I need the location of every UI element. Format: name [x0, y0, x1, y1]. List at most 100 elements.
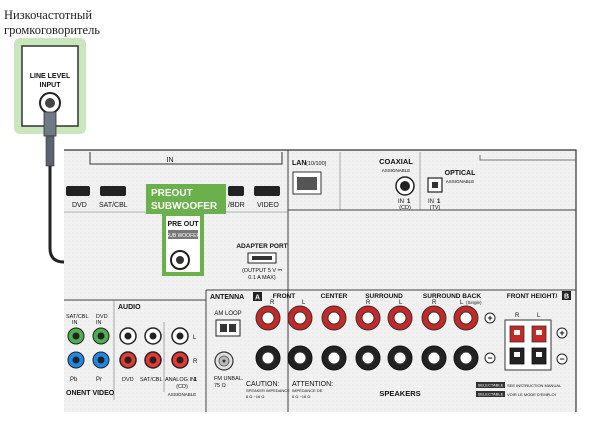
component-pb: Pb: [70, 377, 78, 383]
hdmi-label-sat: SAT/CBL: [99, 202, 128, 209]
hdmi-port-sat[interactable]: [100, 186, 126, 196]
optical-sub: ASSIGNABLE: [446, 179, 475, 184]
subwoofer-rca-jack[interactable]: [39, 92, 61, 114]
component-jack-y-2[interactable]: [92, 327, 110, 345]
speaker-zone-b: B: [564, 294, 569, 301]
preout-sub: SUB WOOFER: [166, 233, 201, 239]
selectable-1: SELECTABLE: [478, 383, 504, 388]
terminal-front-l-minus[interactable]: [287, 345, 313, 371]
optical-block: OPTICAL ASSIGNABLE IN 1 (TV): [427, 155, 576, 211]
audio-jack-dvd-r[interactable]: [119, 351, 137, 369]
sback-r: R: [432, 300, 437, 306]
caution-title: CAUTION:: [246, 381, 280, 388]
antenna-title: ANTENNA: [210, 294, 244, 301]
audio-jack-cd-r[interactable]: [171, 351, 189, 369]
sback-l: L: [460, 300, 464, 306]
surround-r: R: [366, 300, 371, 306]
fm-antenna-jack[interactable]: [214, 351, 234, 371]
component-jack-y-1[interactable]: [67, 327, 85, 345]
height-r-minus-clip[interactable]: [509, 347, 525, 365]
adapter-usb-port[interactable]: [252, 256, 272, 260]
audio-label-dvd: DVD: [122, 377, 134, 383]
coaxial-in: IN: [398, 199, 404, 205]
component-in1b: IN: [72, 320, 78, 326]
audio-jack-sat-l[interactable]: [144, 327, 162, 345]
coaxial-num: 1: [407, 199, 411, 205]
component-in1: SAT/CBL: [66, 314, 89, 320]
terminal-surround-r-plus[interactable]: [355, 305, 381, 331]
height-l-plus-clip[interactable]: [531, 325, 547, 343]
adapter-note-2: 0.1 A MAX): [248, 275, 276, 281]
component-video-label: ONENT VIDEO: [66, 390, 115, 397]
lan-block: LAN (10/100): [292, 152, 341, 210]
terminal-center-minus[interactable]: [321, 345, 347, 371]
selectable-2: SELECTABLE: [478, 392, 504, 397]
height-r-plus-clip[interactable]: [509, 325, 525, 343]
hdmi-port-dvd[interactable]: [66, 186, 90, 196]
hdmi-port-bdr[interactable]: [228, 186, 244, 196]
coaxial-jack[interactable]: [395, 176, 415, 196]
speakers-block: A FRONT CENTER SURROUND SURROUND BACK (S…: [246, 291, 571, 399]
polarity-plus-b: +: [559, 328, 564, 338]
preout-subwoofer-block: PRE OUT SUB WOOFER: [162, 212, 204, 276]
component-in2b: IN: [96, 320, 102, 326]
hdmi-port-video[interactable]: [254, 186, 280, 196]
height-r: R: [515, 313, 520, 319]
audio-assignable: ASSIGNABLE: [168, 392, 197, 397]
terminal-sback-r-minus[interactable]: [421, 345, 447, 371]
terminal-sback-r-plus[interactable]: [421, 305, 447, 331]
attention-sub-1: IMPÉDANCE DE: [292, 388, 323, 393]
surround-l: L: [399, 300, 403, 306]
callout-line-2: SUBWOOFER: [151, 201, 218, 212]
am-loop-terminal[interactable]: [215, 319, 241, 337]
terminal-surround-l-plus[interactable]: [387, 305, 413, 331]
fm-label-2: 75 Ω: [214, 383, 226, 389]
front-l: L: [302, 300, 306, 306]
hdmi-label-bdr: /BDR: [228, 202, 245, 209]
terminal-front-r-minus[interactable]: [255, 345, 281, 371]
label-center: CENTER: [321, 293, 348, 300]
caption: Низкочастотный громкоговоритель: [4, 8, 114, 38]
terminal-center-plus[interactable]: [321, 305, 347, 331]
component-jack-pb-2[interactable]: [92, 351, 110, 369]
component-jack-pb-1[interactable]: [67, 351, 85, 369]
coaxial-sub: ASSIGNABLE: [382, 168, 411, 173]
audio-jack-cd-l[interactable]: [171, 327, 189, 345]
polarity-minus-a: −: [487, 353, 492, 363]
caption-line-1: Низкочастотный: [4, 8, 93, 22]
label-surround: SURROUND: [365, 293, 403, 300]
optical-in: IN: [428, 199, 434, 205]
audio-jack-sat-r[interactable]: [144, 351, 162, 369]
preout-title: PRE OUT: [167, 221, 199, 228]
hdmi-label-video: VIDEO: [257, 202, 279, 209]
antenna-block: ANTENNA AM LOOP FM UNBAL. 75 Ω: [210, 294, 244, 389]
caption-line-2: громкоговоритель: [4, 23, 101, 37]
subwoofer-panel: LINE LEVEL INPUT: [14, 38, 86, 134]
hdmi-in-label: IN: [167, 157, 174, 164]
terminal-sback-l-minus[interactable]: [453, 345, 479, 371]
am-loop-label: AM LOOP: [214, 311, 241, 317]
terminal-sback-l-plus[interactable]: [453, 305, 479, 331]
terminal-surround-r-minus[interactable]: [355, 345, 381, 371]
audio-jack-dvd-l[interactable]: [119, 327, 137, 345]
terminal-front-l-plus[interactable]: [287, 305, 313, 331]
coaxial-title: COAXIAL: [379, 157, 413, 166]
input-label: INPUT: [40, 82, 62, 89]
terminal-front-r-plus[interactable]: [255, 305, 281, 331]
lan-port[interactable]: [297, 177, 317, 190]
adapter-note-1: (OUTPUT 5 V ⎓: [242, 268, 283, 274]
polarity-plus-a: +: [487, 313, 492, 323]
preout-subwoofer-jack[interactable]: [170, 250, 190, 270]
hdmi-ports: DVD SAT/CBL /BDR VIDEO: [66, 186, 280, 209]
audio-analog-num: 1: [194, 377, 197, 383]
audio-label-sat: SAT/CBL: [140, 377, 163, 383]
speakers-label: SPEAKERS: [379, 389, 420, 398]
lan-sub: (10/100): [306, 161, 327, 167]
coaxial-block: COAXIAL ASSIGNABLE IN 1 (CD): [379, 152, 421, 211]
optical-title: OPTICAL: [445, 170, 476, 177]
attention-sub-2: 6 Ω ~16 Ω: [292, 394, 310, 399]
terminal-surround-l-minus[interactable]: [387, 345, 413, 371]
height-l-minus-clip[interactable]: [531, 347, 547, 365]
line-level-label: LINE LEVEL: [30, 73, 71, 80]
